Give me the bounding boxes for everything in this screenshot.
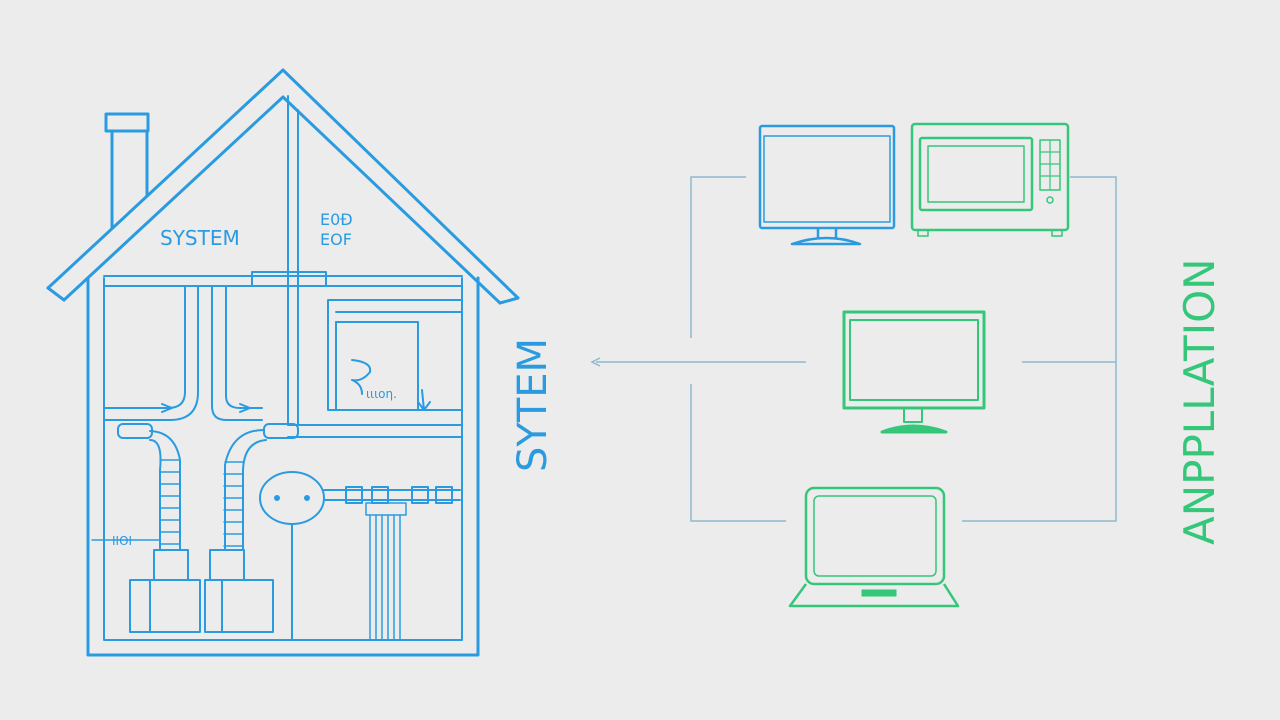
roof [46, 68, 520, 305]
connector-left-bracket [690, 176, 786, 522]
attic-beam [103, 271, 463, 287]
label-eod-1: E0Đ [320, 210, 353, 229]
attic-unit [327, 299, 463, 411]
house-illustration [46, 68, 520, 657]
ductwork [103, 285, 263, 421]
flex-hose-right [223, 423, 299, 551]
label-unit: ιιιοη. [366, 387, 397, 401]
pipe-valves [323, 486, 461, 504]
label-eod-2: EOF [320, 230, 352, 249]
monitor-icon [842, 310, 986, 434]
connector-lines [590, 176, 1117, 522]
microwave-icon [910, 122, 1070, 237]
label-side: ΙΙΟΙ [112, 534, 132, 548]
connector-right-bracket [962, 176, 1117, 522]
blower-unit-left [129, 549, 201, 633]
appliance-vertical-label: ANPPLLATION [1175, 258, 1224, 545]
gauge [259, 471, 325, 641]
flex-hose-left [117, 423, 181, 551]
label-system: SYSTEM [160, 226, 240, 250]
laptop-icon [788, 486, 960, 608]
house-labels: SYSTEM E0Đ EOF ιιιοη. ΙΙΟΙ SYTEM [112, 210, 556, 548]
blower-unit-right [204, 549, 274, 633]
house-walls [86, 276, 480, 657]
vertical-shaft [287, 95, 463, 438]
monitor-icon [758, 124, 896, 246]
chimney [104, 112, 150, 230]
house-vertical-label: SYTEM [510, 338, 556, 472]
radiator [365, 502, 407, 641]
